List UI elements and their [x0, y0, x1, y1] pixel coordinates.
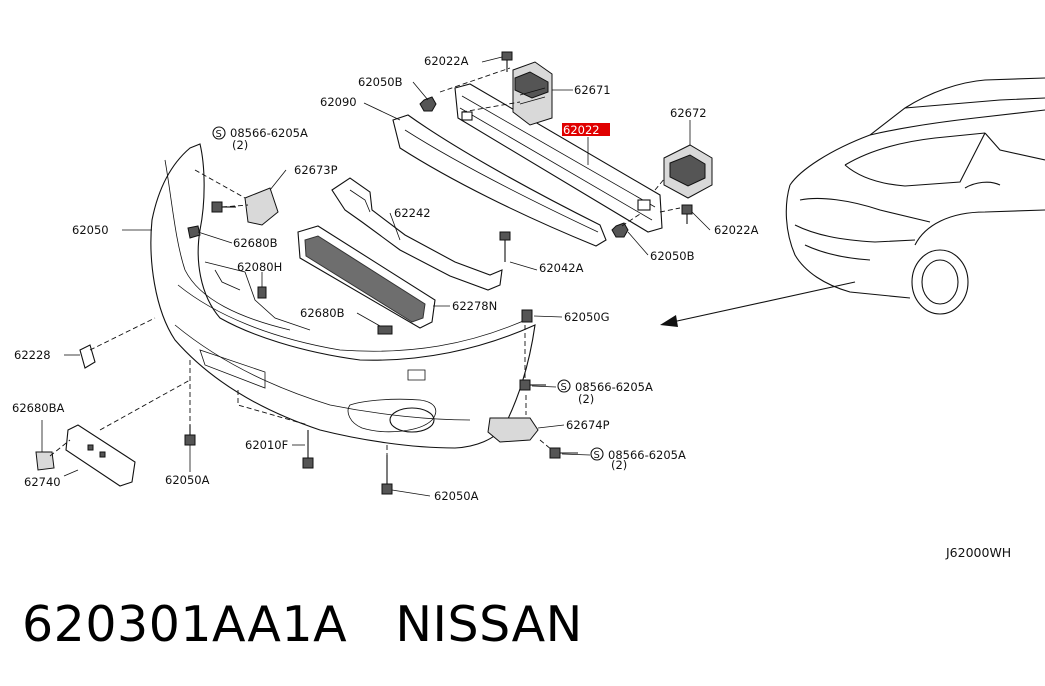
bumper-fascia	[150, 143, 536, 449]
clip-62080h	[257, 286, 267, 299]
label-62050b-top: 62050B	[358, 75, 403, 89]
bolt-62010f	[302, 430, 314, 469]
plate-bracket-62740	[65, 424, 136, 487]
label-62022a-right: 62022A	[714, 223, 759, 237]
label-62740: 62740	[24, 475, 61, 489]
label-62050b-right: 62050B	[650, 249, 695, 263]
clip-62042a	[499, 231, 511, 241]
label-62673p: 62673P	[294, 163, 338, 177]
part-caption: 620301AA1A NISSAN	[22, 596, 583, 653]
s-symbol-2-text: S	[561, 382, 567, 393]
label-62042a: 62042A	[539, 261, 584, 275]
label-62080h: 62080H	[237, 260, 282, 274]
label-62278n: 62278N	[452, 299, 497, 313]
vehicle-outline	[785, 77, 1045, 315]
screw-right-1	[519, 379, 546, 391]
s-symbol-3-text: S	[594, 450, 600, 461]
nut-62050b-right	[611, 222, 629, 238]
label-08566-1-qty: (2)	[232, 138, 248, 152]
diagram-code: J62000WH	[945, 545, 1011, 560]
leader-lines	[41, 56, 711, 497]
s-symbol-1-text: S	[216, 129, 222, 140]
bracket-62672	[663, 144, 713, 199]
callout-labels: 62022A 62050B 62671 62090 62672 62022 S …	[12, 54, 1011, 560]
clip-62680b-2	[377, 325, 393, 335]
direction-arrow	[667, 281, 856, 324]
clip-62050g	[521, 309, 533, 323]
bracket-62674p	[487, 417, 539, 443]
label-62680b-1: 62680B	[233, 236, 278, 250]
label-08566-3: 08566-6205A	[608, 448, 686, 462]
clip-62680b-1	[187, 225, 201, 239]
bracket-62673p	[244, 187, 279, 226]
label-62671: 62671	[574, 83, 611, 97]
screw-right-2	[549, 447, 578, 459]
label-62228: 62228	[14, 348, 51, 362]
label-62090: 62090	[320, 95, 357, 109]
bumper-absorber	[392, 114, 607, 247]
label-08566-3-qty: (2)	[611, 458, 627, 472]
label-62680b-2: 62680B	[300, 306, 345, 320]
label-62010f: 62010F	[245, 438, 288, 452]
bracket-62671	[512, 61, 553, 126]
clip-62680ba	[35, 451, 55, 471]
highlight-62022	[562, 123, 610, 136]
brand-name: NISSAN	[395, 596, 583, 653]
label-62242: 62242	[394, 206, 431, 220]
bolt-62050a-bottom	[381, 455, 393, 495]
label-62022-highlight: 62022	[563, 123, 600, 137]
label-08566-2-qty: (2)	[578, 392, 594, 406]
dashed-assembly-lines	[49, 67, 681, 480]
label-62050g: 62050G	[564, 310, 610, 324]
bolt-62022a-top	[501, 51, 513, 72]
label-62672: 62672	[670, 106, 707, 120]
parts-diagram: 62022A 62050B 62671 62090 62672 62022 S …	[12, 51, 1045, 560]
cover-62228	[79, 344, 96, 369]
nut-62050b-top	[419, 96, 437, 112]
label-62022a-top: 62022A	[424, 54, 469, 68]
direction-arrowhead	[660, 315, 678, 327]
bumper-reinforcement	[454, 83, 663, 233]
label-62674p: 62674P	[566, 418, 610, 432]
upper-bracket-62242	[331, 177, 503, 291]
label-62050a-2: 62050A	[434, 489, 479, 503]
s-symbol-3	[590, 447, 604, 461]
label-62050a-1: 62050A	[165, 473, 210, 487]
label-08566-1: 08566-6205A	[230, 126, 308, 140]
label-62680ba: 62680BA	[12, 401, 64, 415]
label-62050: 62050	[72, 223, 109, 237]
s-symbol-2	[557, 379, 571, 393]
bolt-62022a-right	[681, 204, 693, 224]
part-number: 620301AA1A	[22, 596, 348, 653]
grille-62278n	[297, 225, 436, 329]
s-symbol-1	[212, 126, 226, 140]
label-08566-2: 08566-6205A	[575, 380, 653, 394]
